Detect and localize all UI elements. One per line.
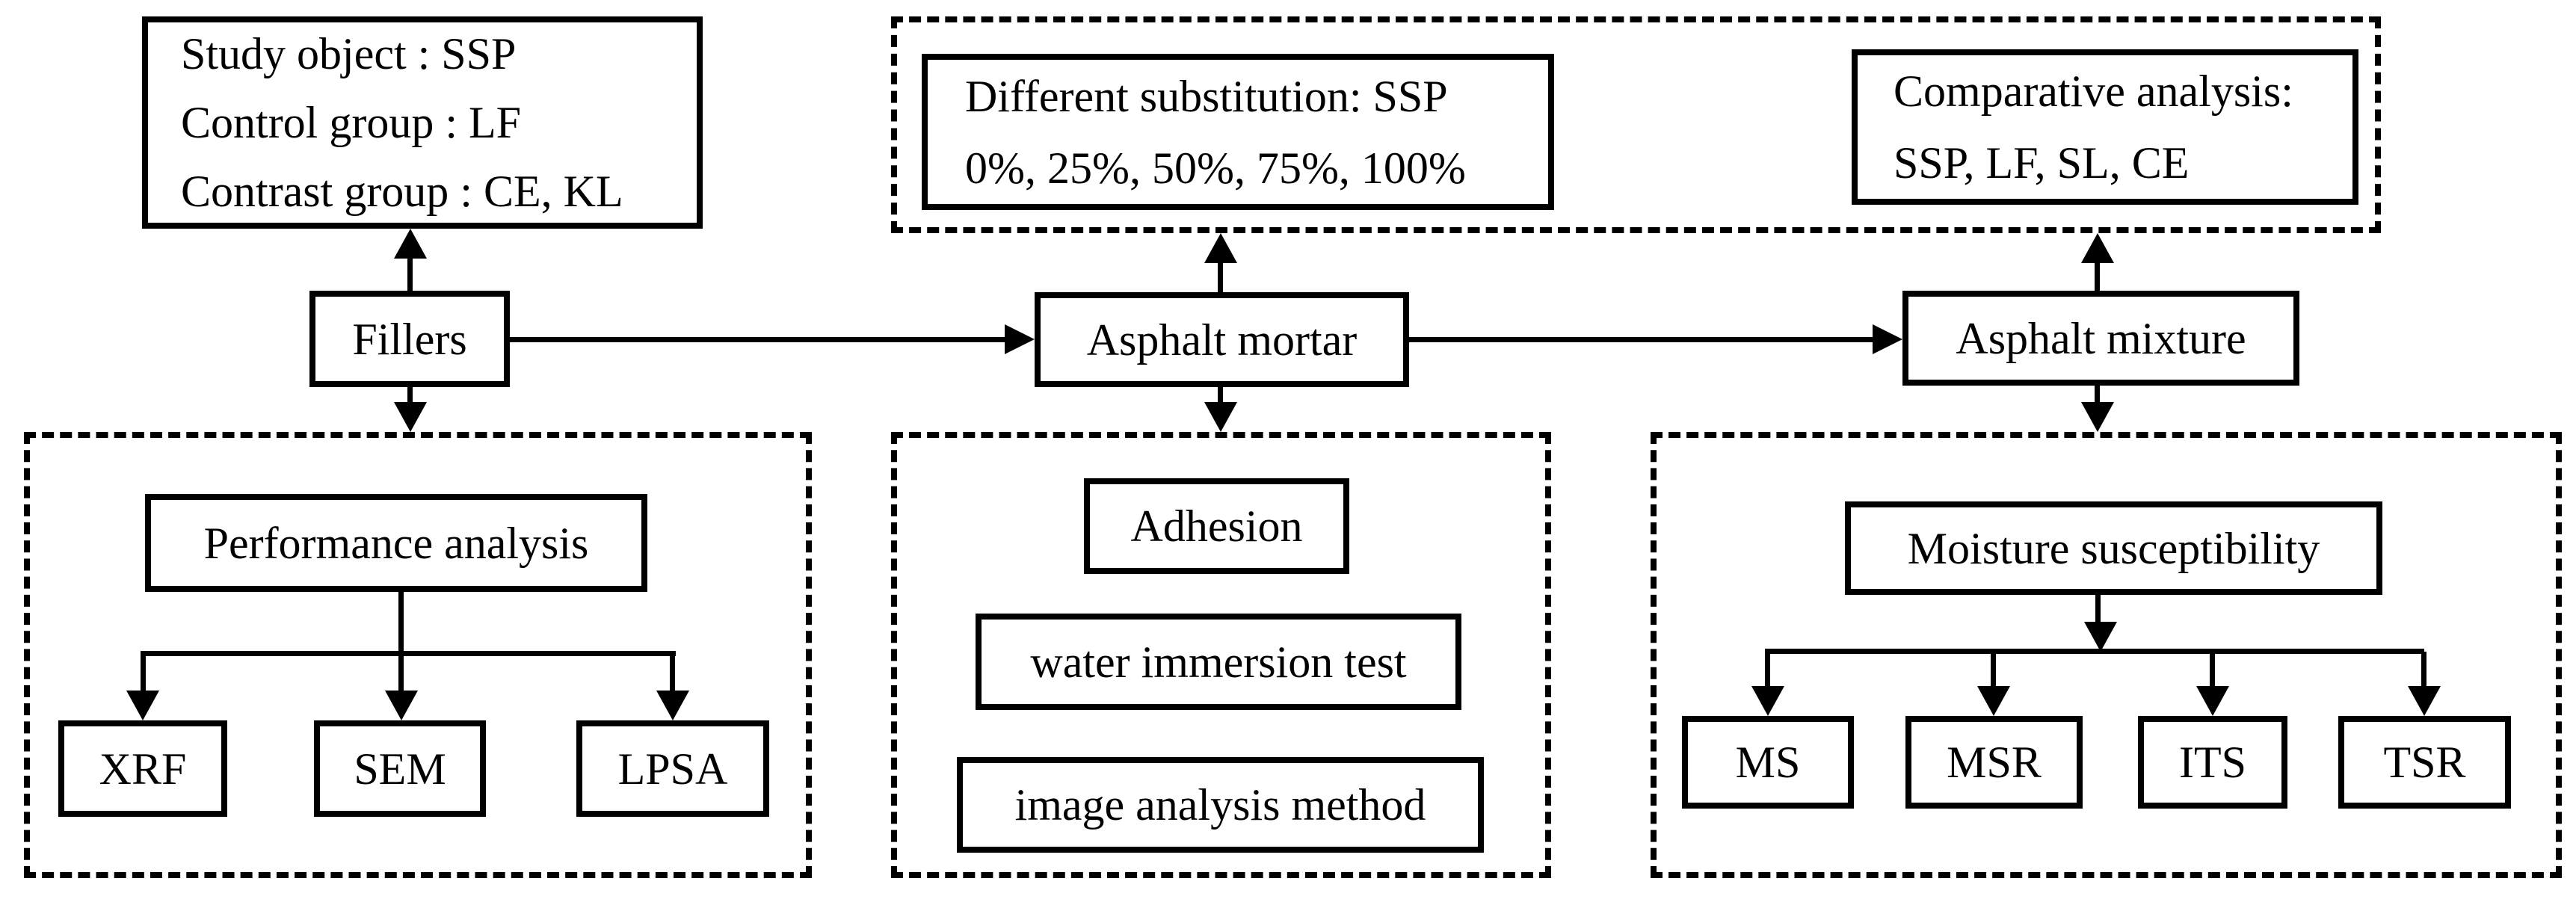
moisture-branch-hline xyxy=(1765,649,2424,654)
arrow-fillers-down-line xyxy=(407,387,413,404)
arrow-mortar-to-mixture-head xyxy=(1873,324,1902,354)
mortar-mixture-scope-dashed-box xyxy=(891,16,2381,233)
mortar-adhesion-dashed-box xyxy=(891,432,1551,878)
fillers-analysis-dashed-box xyxy=(24,432,812,878)
comparative-title-line: Comparative analysis: xyxy=(1894,67,2293,116)
contrast-group-line: Contrast group : CE, KL xyxy=(181,167,623,216)
asphalt-mortar-box: Asphalt mortar xyxy=(1035,292,1409,387)
arrow-to-lpsa-head xyxy=(656,691,689,720)
substitution-levels-line: 0%, 25%, 50%, 75%, 100% xyxy=(965,143,1466,193)
arrow-to-its-line xyxy=(2210,652,2215,688)
performance-branch-hline xyxy=(141,651,676,656)
image-analysis-method-box: image analysis method xyxy=(957,757,1484,853)
arrow-fillers-to-mortar-head xyxy=(1005,324,1035,354)
arrow-to-msr-line xyxy=(1991,652,1996,688)
moisture-branch-stem-line xyxy=(2095,594,2101,624)
asphalt-mortar-label: Asphalt mortar xyxy=(1086,315,1358,365)
arrow-mortar-to-scope-line xyxy=(1218,262,1223,292)
study-object-line: Study object : SSP xyxy=(181,29,517,78)
mixture-moisture-dashed-box xyxy=(1651,432,2562,878)
arrow-mortar-down-head xyxy=(1204,402,1237,432)
arrow-to-xrf-line xyxy=(141,653,146,694)
arrow-to-its-head xyxy=(2196,686,2229,716)
asphalt-mixture-box: Asphalt mixture xyxy=(1902,291,2299,386)
adhesion-label: Adhesion xyxy=(1130,501,1303,551)
arrow-to-tsr-head xyxy=(2408,686,2441,716)
substitution-title-line: Different substitution: SSP xyxy=(965,71,1448,121)
water-immersion-test-label: water immersion test xyxy=(1030,637,1407,687)
water-immersion-test-box: water immersion test xyxy=(976,614,1461,710)
study-object-box: Study object : SSP Control group : LF Co… xyxy=(142,16,703,229)
arrow-to-xrf-head xyxy=(126,691,159,720)
fillers-box: Fillers xyxy=(309,291,510,387)
image-analysis-method-label: image analysis method xyxy=(1014,780,1426,830)
arrow-fillers-to-mortar-line xyxy=(510,337,1006,342)
arrow-fillers-to-study-line xyxy=(407,257,413,291)
its-box: ITS xyxy=(2138,716,2287,809)
comparative-analysis-box: Comparative analysis: SSP, LF, SL, CE xyxy=(1852,49,2358,205)
arrow-to-lpsa-line xyxy=(670,653,675,694)
arrow-mixture-down-line xyxy=(2095,386,2100,404)
performance-analysis-label: Performance analysis xyxy=(203,518,589,568)
msr-box: MSR xyxy=(1905,716,2083,809)
arrow-mixture-to-scope-line xyxy=(2095,262,2100,291)
substitution-box: Different substitution: SSP 0%, 25%, 50%… xyxy=(922,54,1554,210)
ms-box: MS xyxy=(1682,716,1854,809)
arrow-mixture-down-head xyxy=(2081,402,2114,432)
arrow-fillers-down-head xyxy=(394,402,427,432)
sem-label: SEM xyxy=(354,744,446,794)
tsr-label: TSR xyxy=(2383,738,2466,787)
ms-label: MS xyxy=(1735,738,1801,787)
asphalt-mixture-label: Asphalt mixture xyxy=(1956,313,2246,363)
lpsa-label: LPSA xyxy=(617,744,728,794)
arrow-to-tsr-line xyxy=(2421,652,2426,688)
comparative-groups-line: SSP, LF, SL, CE xyxy=(1894,138,2190,188)
control-group-line: Control group : LF xyxy=(181,98,522,147)
arrow-to-ms-line xyxy=(1765,652,1770,688)
performance-branch-stem-line xyxy=(398,592,404,691)
fillers-label: Fillers xyxy=(352,314,467,364)
its-label: ITS xyxy=(2179,738,2246,787)
tsr-box: TSR xyxy=(2338,716,2511,809)
moisture-susceptibility-label: Moisture susceptibility xyxy=(1907,523,2320,573)
arrow-fillers-to-study-head xyxy=(394,229,427,259)
arrow-mortar-down-line xyxy=(1218,387,1223,404)
arrow-to-msr-head xyxy=(1977,686,2010,716)
arrow-mortar-to-scope-head xyxy=(1204,233,1237,263)
arrow-mortar-to-mixture-line xyxy=(1409,337,1874,342)
sem-box: SEM xyxy=(314,720,486,817)
moisture-branch-stem-head xyxy=(2084,622,2117,652)
arrow-to-ms-head xyxy=(1751,686,1784,716)
msr-label: MSR xyxy=(1947,738,2042,787)
moisture-susceptibility-box: Moisture susceptibility xyxy=(1845,501,2382,595)
lpsa-box: LPSA xyxy=(576,720,769,817)
xrf-box: XRF xyxy=(58,720,227,817)
xrf-label: XRF xyxy=(99,744,187,794)
performance-analysis-box: Performance analysis xyxy=(145,494,647,592)
arrow-to-sem-head xyxy=(385,691,418,720)
arrow-mixture-to-scope-head xyxy=(2081,233,2114,263)
adhesion-box: Adhesion xyxy=(1084,478,1349,574)
